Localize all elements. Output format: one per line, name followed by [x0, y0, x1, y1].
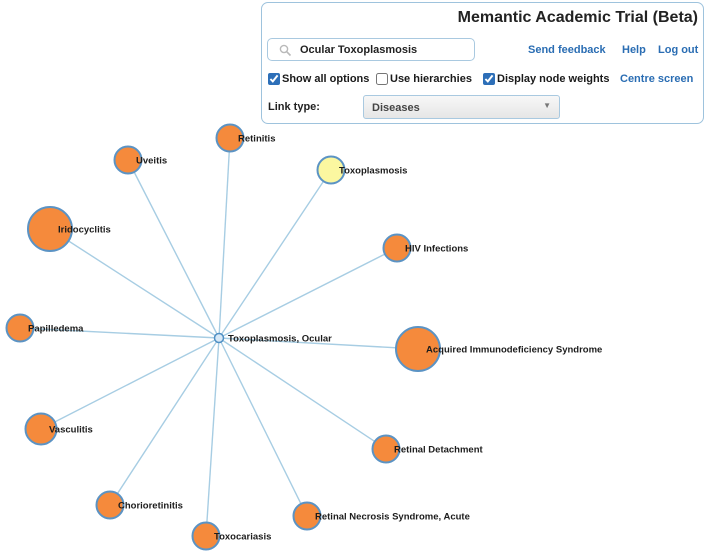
- node-label: Iridocyclitis: [58, 225, 111, 236]
- graph-node-papilledema[interactable]: Papilledema: [5, 313, 85, 343]
- graph-node-iridocyclitis[interactable]: Iridocyclitis: [27, 206, 111, 252]
- display-node-weights-checkbox[interactable]: [483, 73, 495, 85]
- center-node-circle[interactable]: [213, 332, 225, 344]
- graph-node-center[interactable]: Toxoplasmosis, Ocular: [213, 332, 333, 345]
- edge-toxoplasmosis: [218, 169, 332, 339]
- logout-link[interactable]: Log out: [658, 44, 699, 56]
- display-node-weights-label: Display node weights: [497, 73, 610, 85]
- edge-chorioretinitis: [109, 337, 220, 506]
- graph-node-acquired-immunodeficiency-syndrome[interactable]: Acquired Immunodeficiency Syndrome: [395, 326, 602, 372]
- graph-node-hiv-infections[interactable]: HIV Infections: [382, 233, 469, 263]
- graph-node-vasculitis[interactable]: Vasculitis: [24, 412, 93, 446]
- graph-node-uveitis[interactable]: Uveitis: [113, 145, 168, 175]
- node-label: Uveitis: [136, 156, 167, 167]
- node-label: Acquired Immunodeficiency Syndrome: [426, 345, 602, 356]
- node-label: Retinitis: [238, 134, 275, 145]
- display-node-weights-option[interactable]: Display node weights: [483, 71, 609, 87]
- node-label: Papilledema: [28, 324, 84, 335]
- centre-screen-link[interactable]: Centre screen: [620, 73, 694, 85]
- edge-vasculitis: [40, 337, 220, 430]
- node-label: Retinal Detachment: [394, 445, 484, 456]
- chevron-down-icon: ▼: [543, 101, 551, 110]
- send-feedback-link[interactable]: Send feedback: [528, 44, 606, 56]
- graph-node-retinal-detachment[interactable]: Retinal Detachment: [371, 434, 484, 464]
- edge-retinal-detachment: [218, 337, 387, 450]
- edge-uveitis: [127, 159, 220, 339]
- graph-node-retinitis[interactable]: Retinitis: [215, 123, 276, 153]
- show-all-options-label: Show all options: [282, 73, 370, 85]
- use-hierarchies-checkbox[interactable]: [376, 73, 388, 85]
- node-circle[interactable]: [316, 155, 346, 185]
- graph-node-chorioretinitis[interactable]: Chorioretinitis: [95, 490, 183, 520]
- node-label: Toxoplasmosis: [339, 166, 407, 177]
- edge-retinal-necrosis-syndrome-acute: [218, 337, 308, 517]
- node-circle[interactable]: [395, 326, 441, 372]
- node-label: HIV Infections: [405, 244, 468, 255]
- node-circle[interactable]: [191, 521, 221, 551]
- node-circle[interactable]: [292, 501, 322, 531]
- edge-acquired-immunodeficiency-syndrome: [218, 337, 419, 350]
- edge-papilledema: [19, 327, 220, 339]
- center-node-label: Toxoplasmosis, Ocular: [228, 334, 332, 345]
- node-circle[interactable]: [215, 123, 245, 153]
- use-hierarchies-option[interactable]: Use hierarchies: [376, 71, 472, 87]
- use-hierarchies-label: Use hierarchies: [390, 73, 472, 85]
- node-label: Chorioretinitis: [118, 501, 183, 512]
- search-input[interactable]: [300, 41, 470, 59]
- graph-node-toxoplasmosis[interactable]: Toxoplasmosis: [316, 155, 408, 185]
- graph-node-toxocariasis[interactable]: Toxocariasis: [191, 521, 272, 551]
- node-label: Toxocariasis: [214, 532, 271, 543]
- node-circle[interactable]: [27, 206, 73, 252]
- node-circle[interactable]: [371, 434, 401, 464]
- edge-iridocyclitis: [49, 228, 220, 339]
- link-type-select[interactable]: Diseases ▼: [363, 95, 560, 119]
- app-title: Memantic Academic Trial (Beta): [457, 9, 698, 26]
- node-label: Vasculitis: [49, 425, 93, 436]
- graph-node-retinal-necrosis-syndrome-acute[interactable]: Retinal Necrosis Syndrome, Acute: [292, 501, 470, 531]
- node-circle[interactable]: [24, 412, 58, 446]
- edge-layer: [19, 137, 419, 537]
- link-type-label: Link type:: [268, 101, 320, 113]
- search-box[interactable]: [267, 38, 475, 61]
- node-label: Retinal Necrosis Syndrome, Acute: [315, 512, 470, 523]
- node-circle[interactable]: [5, 313, 35, 343]
- node-layer: RetinitisUveitisToxoplasmosisIridocyclit…: [5, 123, 602, 551]
- control-panel: Memantic Academic Trial (Beta) Send feed…: [261, 2, 704, 124]
- node-circle[interactable]: [95, 490, 125, 520]
- node-circle[interactable]: [113, 145, 143, 175]
- edge-hiv-infections: [218, 247, 398, 339]
- edge-retinitis: [218, 137, 231, 339]
- show-all-options-option[interactable]: Show all options: [268, 71, 369, 87]
- edge-toxocariasis: [205, 337, 220, 537]
- show-all-options-checkbox[interactable]: [268, 73, 280, 85]
- link-type-value: Diseases: [372, 102, 420, 114]
- search-icon: [279, 44, 292, 57]
- help-link[interactable]: Help: [622, 44, 646, 56]
- node-circle[interactable]: [382, 233, 412, 263]
